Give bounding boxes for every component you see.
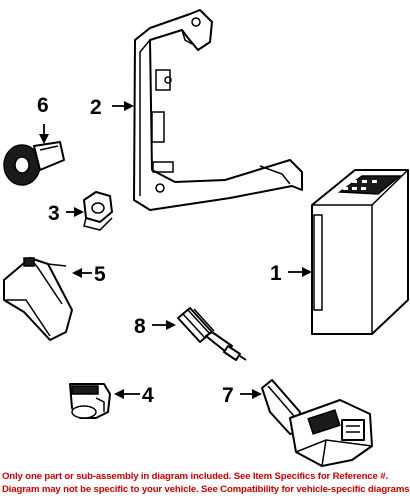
disclaimer-line-2: Diagram may not be specific to your vehi… xyxy=(2,484,410,495)
callout-number-3: 3 xyxy=(48,202,60,225)
disclaimer-line-1: Only one part or sub-assembly in diagram… xyxy=(2,471,388,482)
nut-part xyxy=(83,191,113,231)
spark-plug-part xyxy=(177,307,247,361)
callout-number-7: 7 xyxy=(222,384,234,407)
parts-diagram: 1 2 3 4 5 6 7 8 xyxy=(3,9,409,467)
leader-lines xyxy=(39,101,312,399)
disclaimer-footer: Only one part or sub-assembly in diagram… xyxy=(0,470,410,500)
callout-number-5: 5 xyxy=(94,263,106,286)
callout-number-6: 6 xyxy=(37,94,49,117)
callout-number-4: 4 xyxy=(142,384,154,407)
ignition-coil-part xyxy=(261,379,373,467)
callout-number-1: 1 xyxy=(270,262,282,285)
callout-number-2: 2 xyxy=(90,96,102,119)
sensor-5-part xyxy=(3,257,73,341)
callout-number-8: 8 xyxy=(134,315,146,338)
bracket-part xyxy=(133,9,303,211)
control-module-part xyxy=(311,169,409,335)
sensor-4-part xyxy=(69,383,111,419)
knock-sensor-part xyxy=(3,141,65,186)
